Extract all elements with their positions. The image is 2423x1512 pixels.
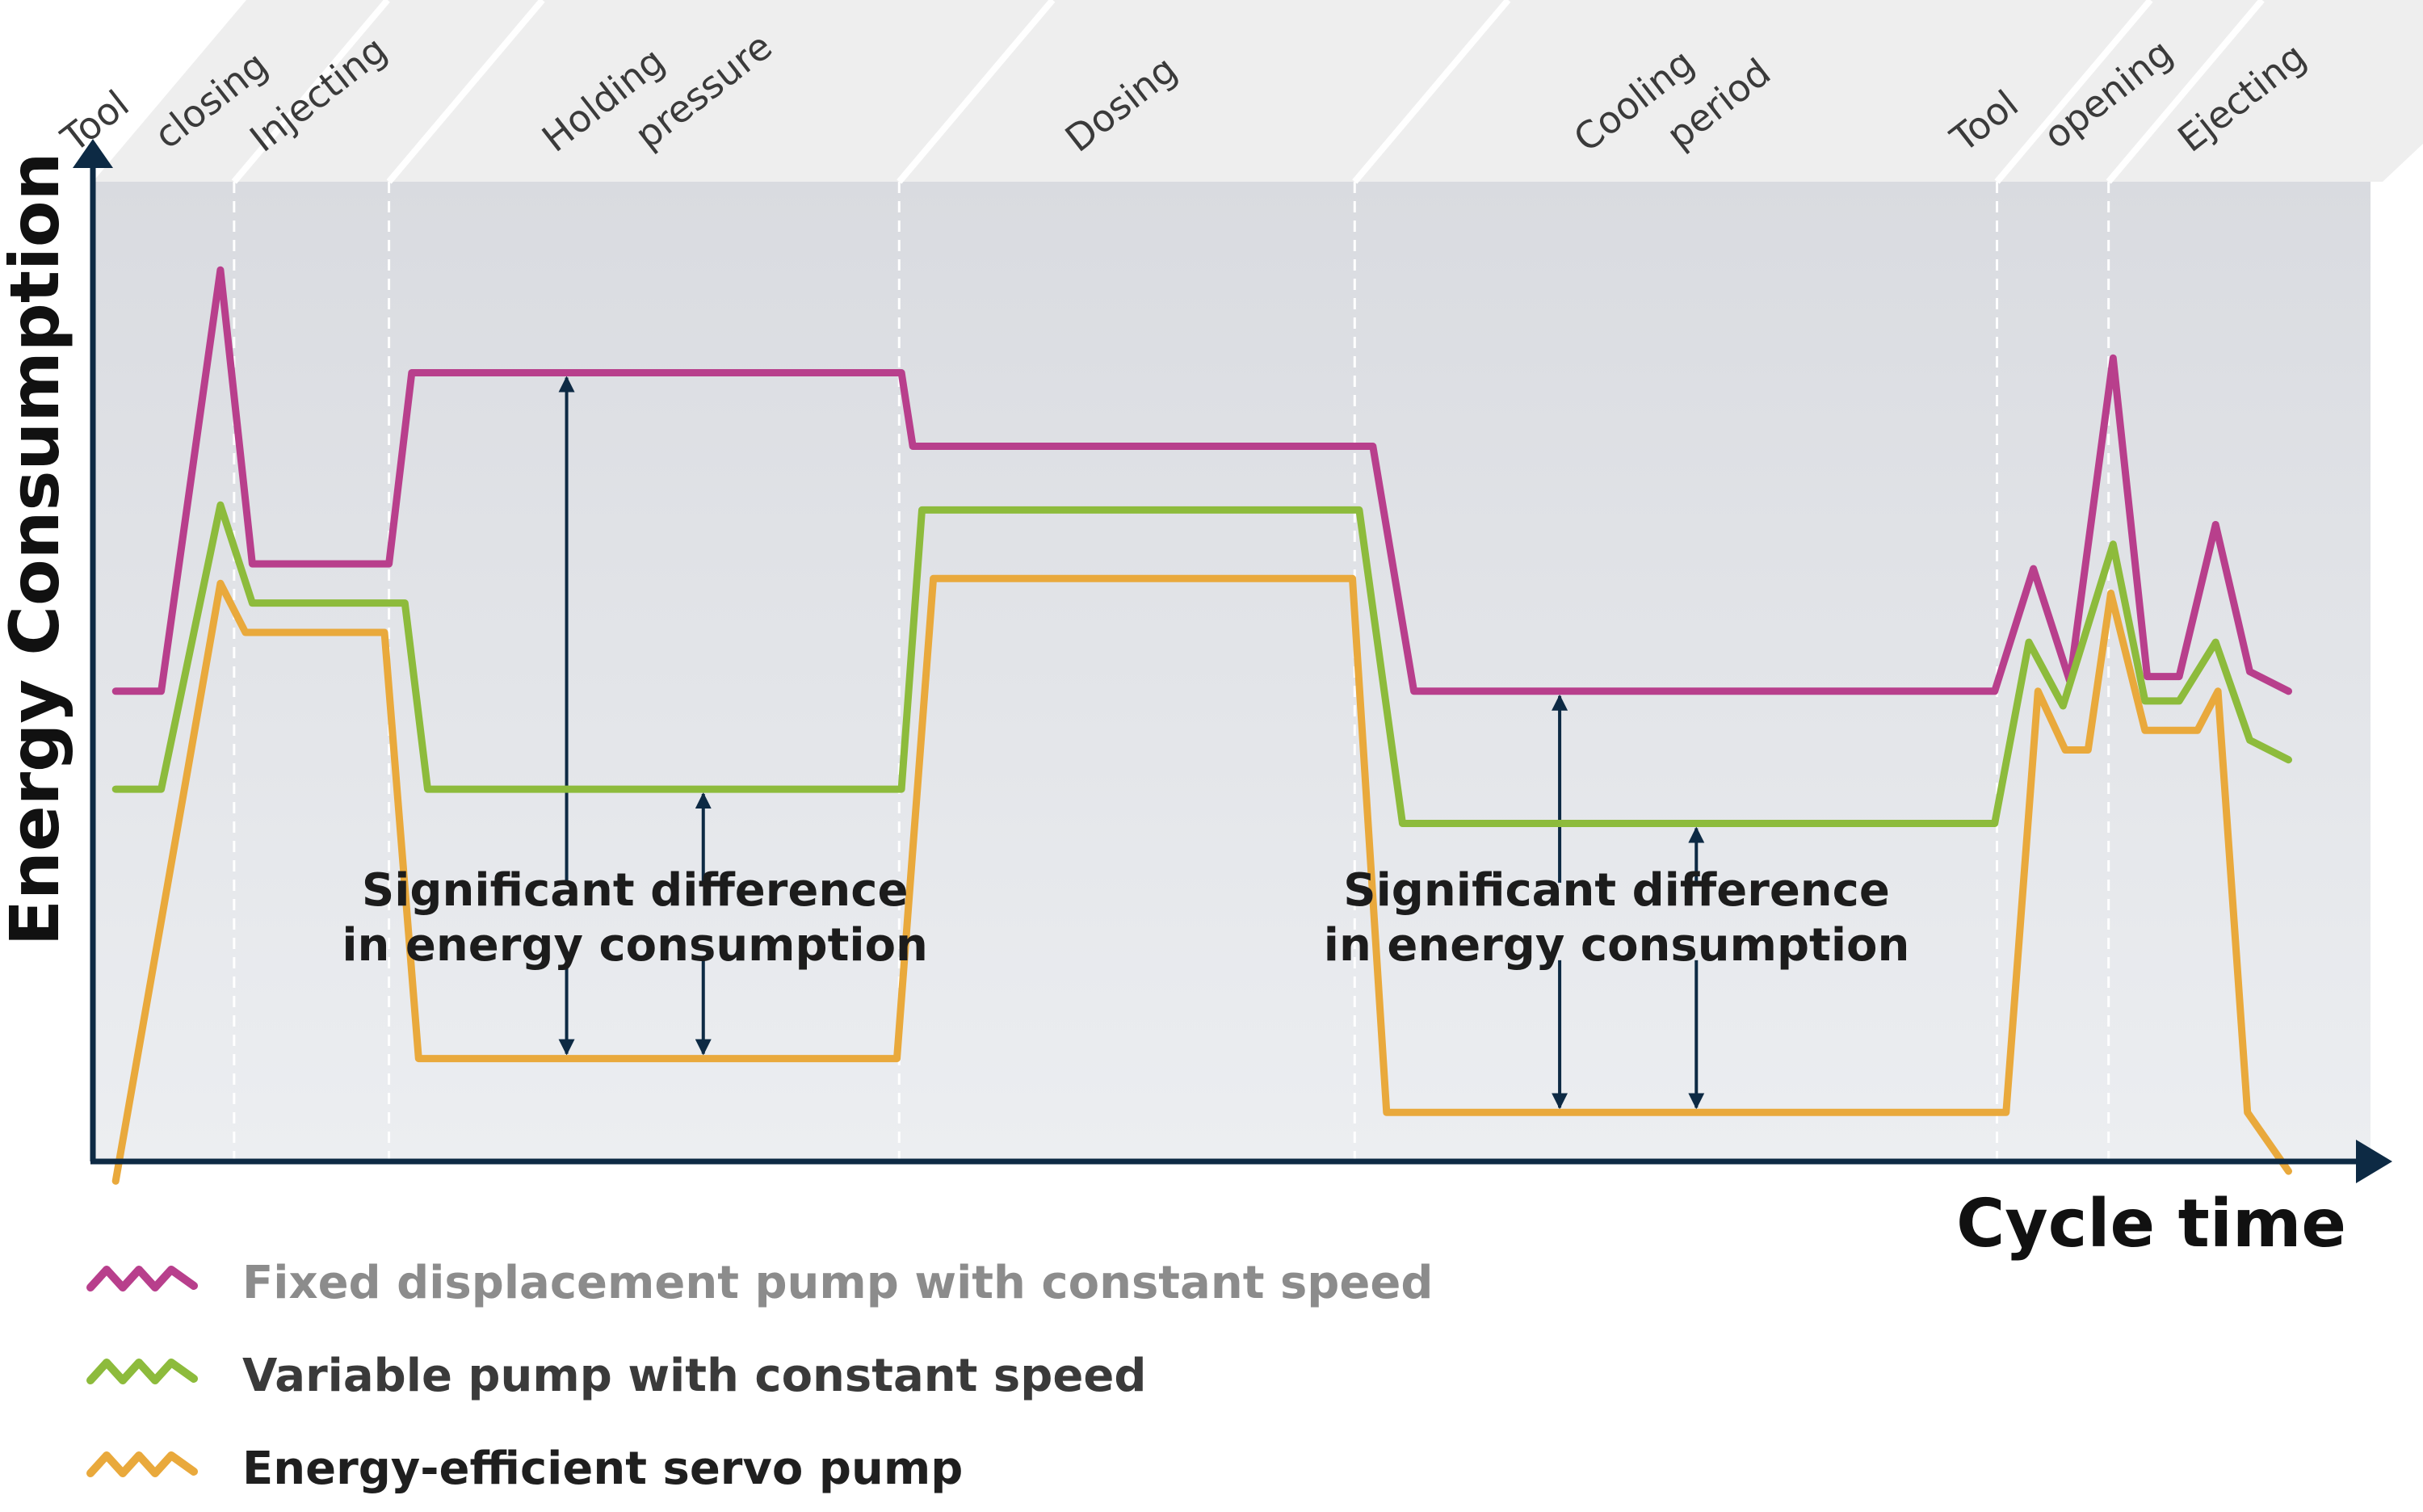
header-divider (1352, 0, 1511, 184)
axes (73, 139, 2392, 1183)
legend-swatch-icon (86, 1451, 198, 1477)
annotation-text: in energy consumption (342, 919, 928, 972)
series-line (111, 574, 2292, 1185)
header-divider (231, 0, 390, 184)
series-layer (111, 266, 2292, 1185)
legend-swatch-icon (86, 1266, 198, 1292)
y-axis-arrow (73, 139, 113, 168)
x-axis-title: Cycle time (1956, 1186, 2346, 1262)
header-band (93, 0, 2423, 182)
difference-arrows (558, 376, 1705, 1110)
series-line (111, 266, 2292, 695)
header-divider (386, 0, 545, 184)
series-line (111, 501, 2292, 827)
header-band-shape (93, 0, 2423, 182)
header-divider (2106, 0, 2265, 184)
legend-label: Energy-efficient servo pump (242, 1443, 963, 1495)
header-divider (1994, 0, 2153, 184)
plot-background (93, 182, 2371, 1161)
legend: Fixed displacement pump with constant sp… (86, 1257, 1433, 1495)
legend-label: Fixed displacement pump with constant sp… (242, 1257, 1433, 1309)
annotation-text: in energy consumption (1324, 919, 1910, 972)
annotation-text: Significant difference (1343, 864, 1890, 917)
header-divider (897, 0, 1056, 184)
legend-label: Variable pump with constant speed (242, 1350, 1146, 1402)
x-axis-arrow (2356, 1140, 2392, 1183)
annotation-text: Significant difference (362, 864, 909, 917)
legend-swatch-icon (86, 1359, 198, 1384)
y-axis-title: Energy Consumption (0, 153, 74, 947)
